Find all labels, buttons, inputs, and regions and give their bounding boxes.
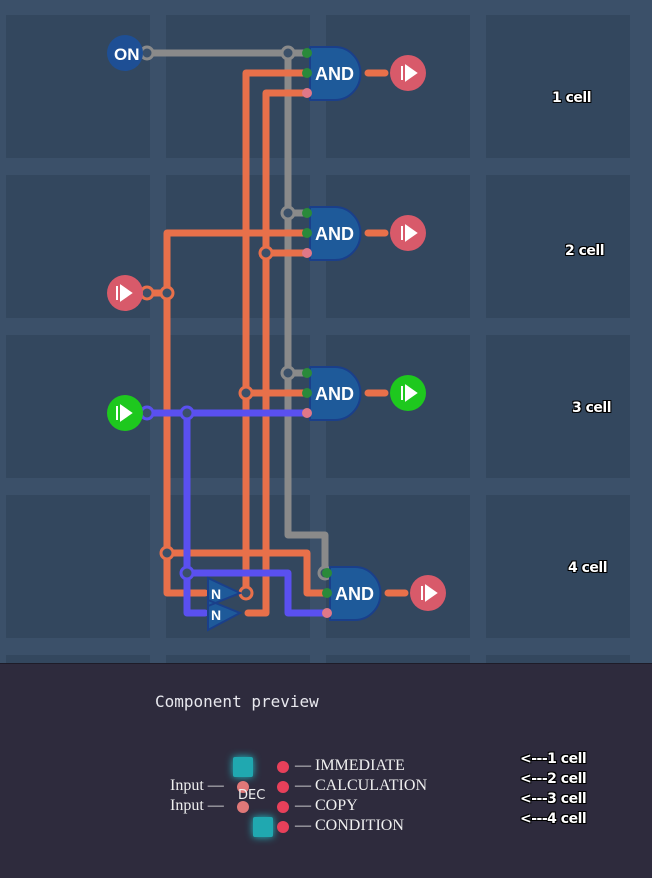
and-gate[interactable]: AND (302, 366, 426, 421)
play-icon (421, 584, 438, 602)
not-gate-label: N (211, 586, 221, 602)
play-icon (401, 64, 418, 82)
grid-cell (486, 495, 630, 638)
and-gate[interactable]: AND (302, 206, 426, 261)
circuit-canvas[interactable]: AND AND AND AND N N ON (0, 0, 652, 798)
input-on[interactable]: ON (107, 35, 143, 71)
output-label: — IMMEDIATE (295, 757, 405, 774)
output-label: — CONDITION (295, 817, 404, 834)
cell-label: 3 cell (572, 400, 612, 416)
not-gate-label: N (211, 607, 221, 623)
input-red[interactable] (107, 275, 143, 311)
output-label: — CALCULATION (295, 777, 427, 794)
input-pin (237, 781, 249, 793)
cell-arrow-label: <---1 cell (520, 751, 587, 767)
preview-title: Component preview (155, 692, 319, 711)
circuit-board[interactable]: AND AND AND AND N N ON 1 cell 2 cell 3 c… (0, 0, 652, 798)
wire-gray[interactable] (143, 49, 329, 577)
and-gate-label: AND (315, 224, 354, 244)
preview-pin-square (233, 757, 253, 777)
not-gates[interactable]: N N (207, 576, 243, 632)
component-label: DEC (238, 788, 266, 803)
output-pin (277, 761, 289, 773)
and-gate[interactable]: AND (322, 566, 446, 621)
grid-cell (6, 495, 150, 638)
output-pin (277, 801, 289, 813)
output-label: — COPY (295, 797, 358, 814)
grid-cell (486, 175, 630, 318)
preview-pin-square (253, 817, 273, 837)
grid-cell (486, 655, 630, 798)
input-pin (237, 801, 249, 813)
cell-label: 2 cell (565, 243, 605, 259)
play-icon (116, 404, 133, 422)
grid-cell (6, 655, 150, 798)
cell-arrow-label: <---3 cell (520, 791, 587, 807)
wire-blue[interactable] (143, 409, 329, 617)
grid-cell (486, 335, 630, 478)
output-pin (277, 781, 289, 793)
grid-cells (6, 15, 630, 798)
cell-label: 1 cell (552, 90, 592, 106)
and-gate-label: AND (335, 584, 374, 604)
grid-cell (486, 15, 630, 158)
output-pin (277, 821, 289, 833)
grid-cell (326, 655, 470, 798)
cell-arrow-label: <---2 cell (520, 771, 587, 787)
and-gate-label: AND (315, 64, 354, 84)
grid-cell (166, 655, 310, 798)
play-icon (116, 284, 133, 302)
and-gate[interactable]: AND (302, 46, 426, 101)
play-icon (401, 384, 418, 402)
input-on-label: ON (114, 45, 140, 64)
cell-label: 4 cell (568, 560, 608, 576)
component-preview-panel (0, 663, 652, 878)
cell-arrow-label: <---4 cell (520, 811, 587, 827)
input-label: Input — (170, 797, 224, 814)
play-icon (401, 224, 418, 242)
and-gate-label: AND (315, 384, 354, 404)
input-label: Input — (170, 777, 224, 794)
input-green[interactable] (107, 395, 143, 431)
